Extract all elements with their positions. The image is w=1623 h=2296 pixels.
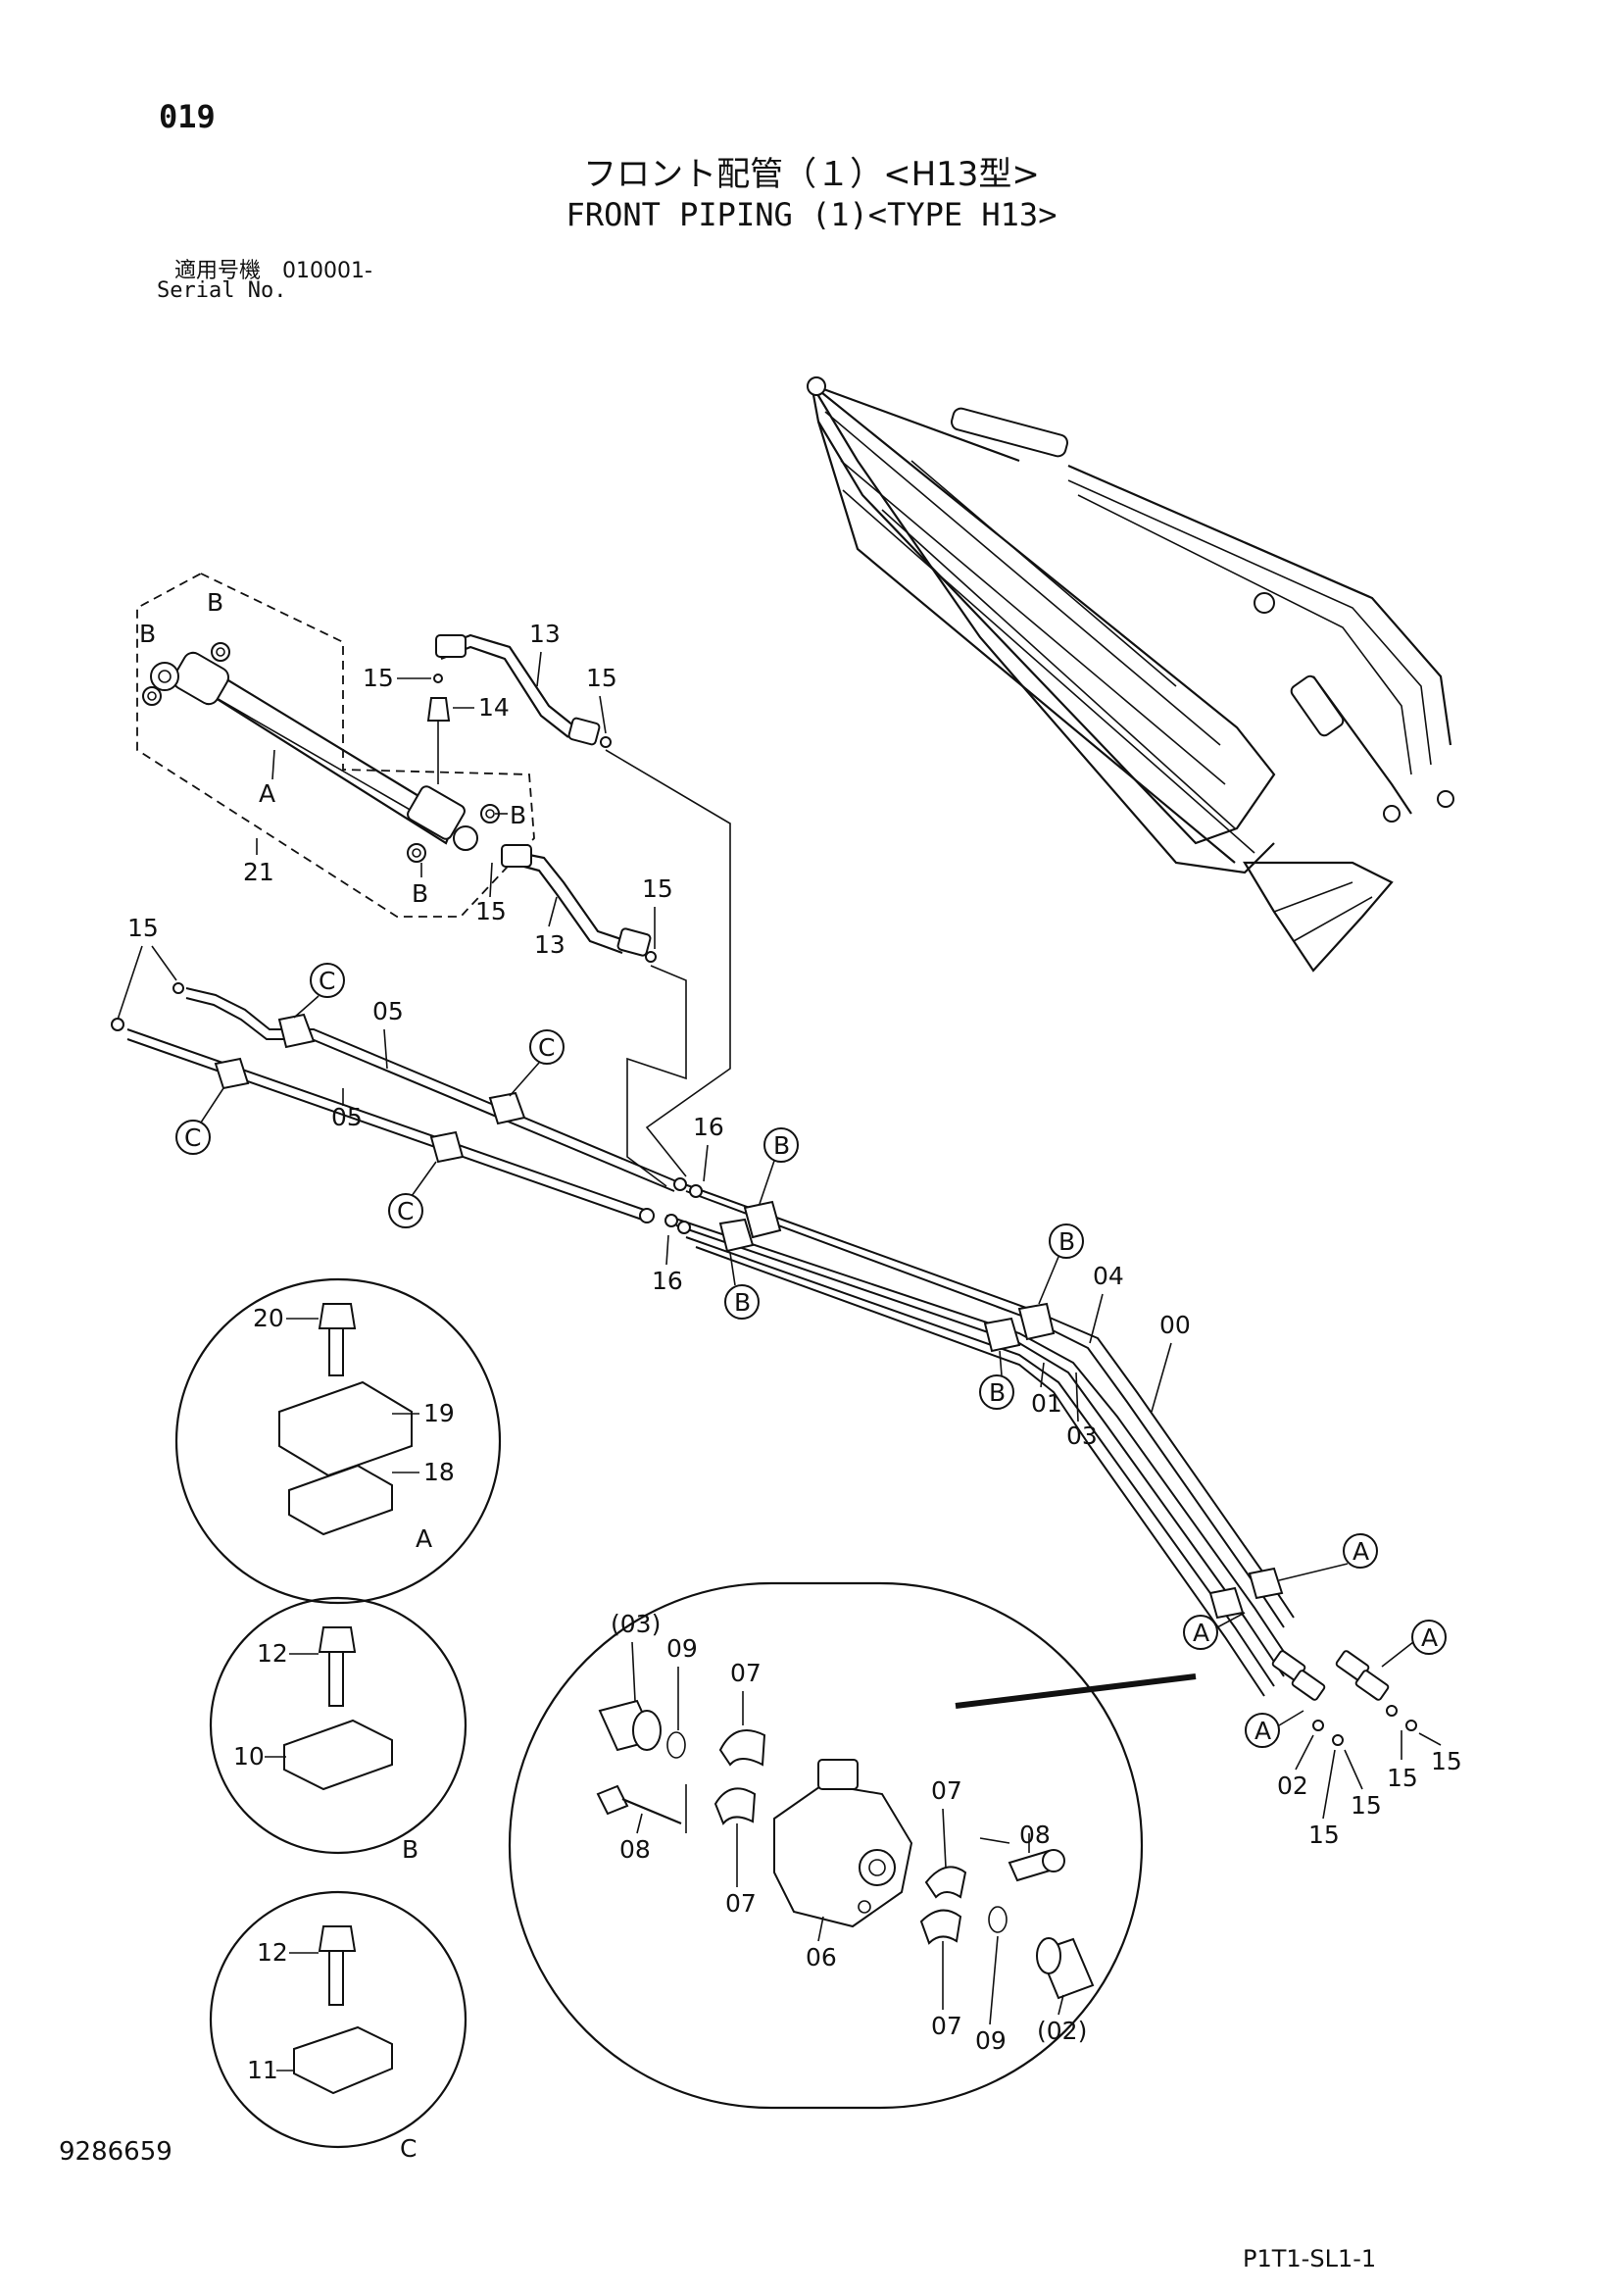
page-title-japanese: フロント配管（１）<H13型> [583,155,1040,194]
callout-C: C [400,2134,417,2163]
callout-01: 01 [1031,1389,1062,1418]
callout-09: 09 [975,2026,1007,2055]
page-number: 019 [159,98,216,135]
callout-12: 12 [257,1639,288,1668]
callout-15: 15 [1431,1747,1462,1775]
callout-B: B [207,588,223,617]
main-pipes [664,1177,1417,1746]
callout-A: A [259,779,275,808]
page-code: P1T1-SL1-1 [1243,2245,1377,2272]
callout-15: 15 [1387,1764,1418,1792]
callout-B: B [139,620,156,648]
callout-08: 08 [619,1835,651,1864]
callout-03: 03 [1066,1422,1098,1450]
callout-B: B [402,1835,418,1864]
callout-C: C [397,1197,414,1225]
callout-B: B [510,801,526,829]
callout-A: A [1352,1537,1369,1566]
callout-15: 15 [1351,1791,1382,1820]
callout-15: 15 [363,664,394,692]
callout-21: 21 [243,858,274,886]
detail-circle-b: 12 10 B [209,1596,467,1864]
callout-15: 15 [642,874,673,903]
callout-15: 15 [475,897,507,925]
callout-07: 07 [931,2012,962,2040]
callout-B: B [1058,1227,1075,1256]
callout-C: C [184,1123,201,1152]
callout-19: 19 [423,1399,455,1427]
callout-C: C [538,1033,555,1062]
detail-circle-a: 20 19 18 A [174,1277,502,1605]
callout-00: 00 [1159,1311,1191,1339]
document-number: 9286659 [59,2137,172,2167]
detail-oval-valve: (03) 09 07 07 08 06 07 07 08 [508,1581,1197,2110]
serial-label-japanese: 適用号機 010001- [174,259,372,283]
callout-C: C [319,967,335,995]
callout-16: 16 [693,1113,724,1141]
callout-B: B [734,1288,751,1317]
hose-13-upper: 13 15 15 14 [363,620,617,784]
callout-A: A [416,1524,432,1553]
callout-08: 08 [1019,1821,1051,1849]
cylinder-assembly: B B A B B 21 [136,572,535,918]
excavator-front-illustration [807,376,1454,973]
callout-20: 20 [253,1304,284,1332]
callout-02-ref: (02) [1037,2017,1087,2045]
callout-02: 02 [1277,1772,1308,1800]
callout-07: 07 [730,1659,762,1687]
callout-B: B [989,1378,1006,1407]
callout-B: B [412,879,428,908]
callout-05: 05 [331,1103,363,1131]
callout-A: A [1193,1619,1209,1647]
callout-06: 06 [806,1943,837,1972]
clamp-c-markers: C C C C [175,963,565,1228]
callout-07: 07 [931,1776,962,1805]
page-title-english: FRONT PIPING (1)<TYPE H13> [566,196,1057,233]
pipe-05-lower [111,1018,655,1223]
callout-16: 16 [652,1267,683,1295]
callout-14: 14 [478,693,510,722]
serial-label-english: Serial No. [157,278,287,303]
callout-15: 15 [127,914,159,942]
callout-03-ref: (03) [611,1610,661,1638]
callout-B: B [773,1131,790,1160]
callout-09: 09 [666,1634,698,1663]
callout-10: 10 [233,1742,265,1771]
callout-15: 15 [1308,1821,1340,1849]
callout-04: 04 [1093,1262,1124,1290]
callout-13: 13 [534,930,566,959]
callout-A: A [1421,1623,1438,1652]
pipe-05-upper [172,982,677,1192]
hose-13-lower: 13 15 15 [475,844,673,963]
clamp-b-markers: B B B B [724,1127,1084,1410]
callout-15: 15 [586,664,617,692]
clamp-a-markers: A A A A [1183,1533,1447,1748]
callout-05: 05 [372,997,404,1025]
callout-07: 07 [725,1889,757,1918]
callout-11: 11 [247,2056,278,2084]
callout-12: 12 [257,1938,288,1967]
detail-circle-c: 12 11 C [209,1890,467,2163]
callout-13: 13 [529,620,561,648]
callout-A: A [1254,1717,1271,1745]
callout-18: 18 [423,1458,455,1486]
